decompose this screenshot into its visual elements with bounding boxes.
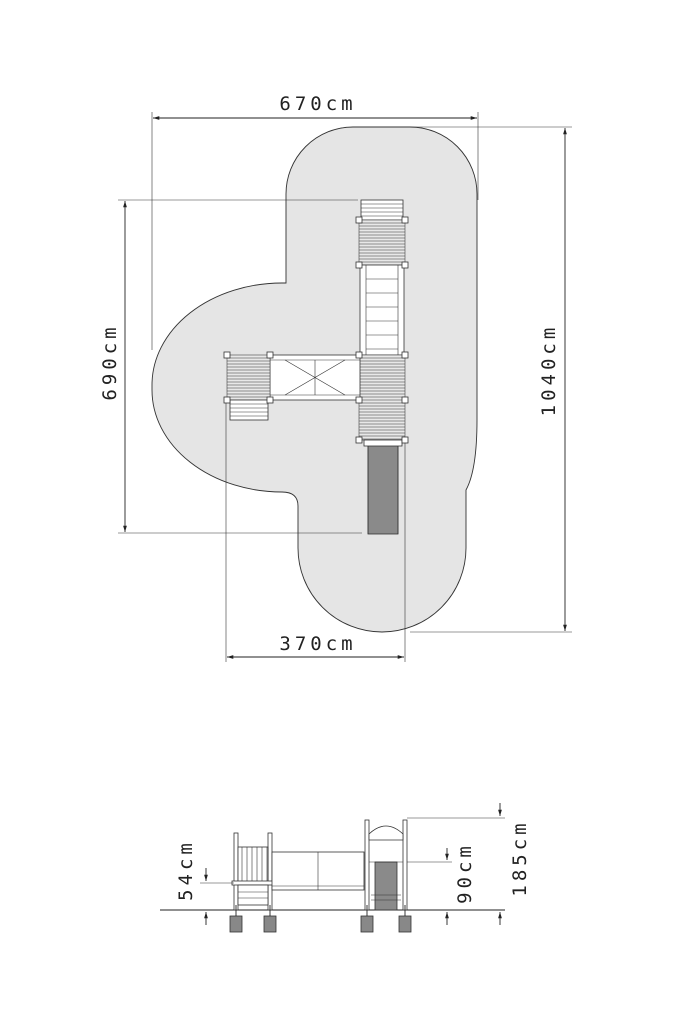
dimension-platform-low-label: 54cm [175, 839, 197, 901]
post [355, 436, 363, 444]
post [223, 396, 231, 404]
post [266, 351, 274, 359]
post [401, 261, 409, 269]
dimension-width-equipment: 370cm [225, 400, 406, 662]
side-view: 54cm 90cm 185cm [160, 803, 531, 933]
dimension-width-total-label: 670cm [279, 93, 356, 115]
foundation-foot [398, 915, 412, 933]
foundation-foot [229, 915, 243, 933]
post [355, 261, 363, 269]
dimension-length-equipment-label: 690cm [99, 323, 121, 400]
dimension-platform-high: 90cm [407, 842, 476, 925]
post [401, 396, 409, 404]
equipment-plan [223, 199, 409, 535]
dimension-height-total-label: 185cm [509, 819, 531, 896]
post [401, 216, 409, 224]
post [355, 216, 363, 224]
dimension-width-total: 670cm [151, 93, 479, 350]
dimension-length-total: 1040cm [410, 126, 572, 633]
post [223, 351, 231, 359]
dimension-width-equipment-label: 370cm [279, 633, 356, 655]
dimension-platform-high-label: 90cm [454, 842, 476, 904]
post [355, 351, 363, 359]
foundation-foot [360, 915, 374, 933]
post [355, 396, 363, 404]
post [401, 351, 409, 359]
dimension-height-total: 185cm [407, 803, 531, 925]
foundation-foot [263, 915, 277, 933]
plan-view: 670cm 1040cm 690cm 370cm [99, 93, 572, 662]
dimension-length-equipment: 690cm [99, 199, 362, 534]
dimension-platform-low: 54cm [175, 839, 234, 925]
post [266, 396, 274, 404]
post [401, 436, 409, 444]
dimension-length-total-label: 1040cm [538, 324, 560, 417]
